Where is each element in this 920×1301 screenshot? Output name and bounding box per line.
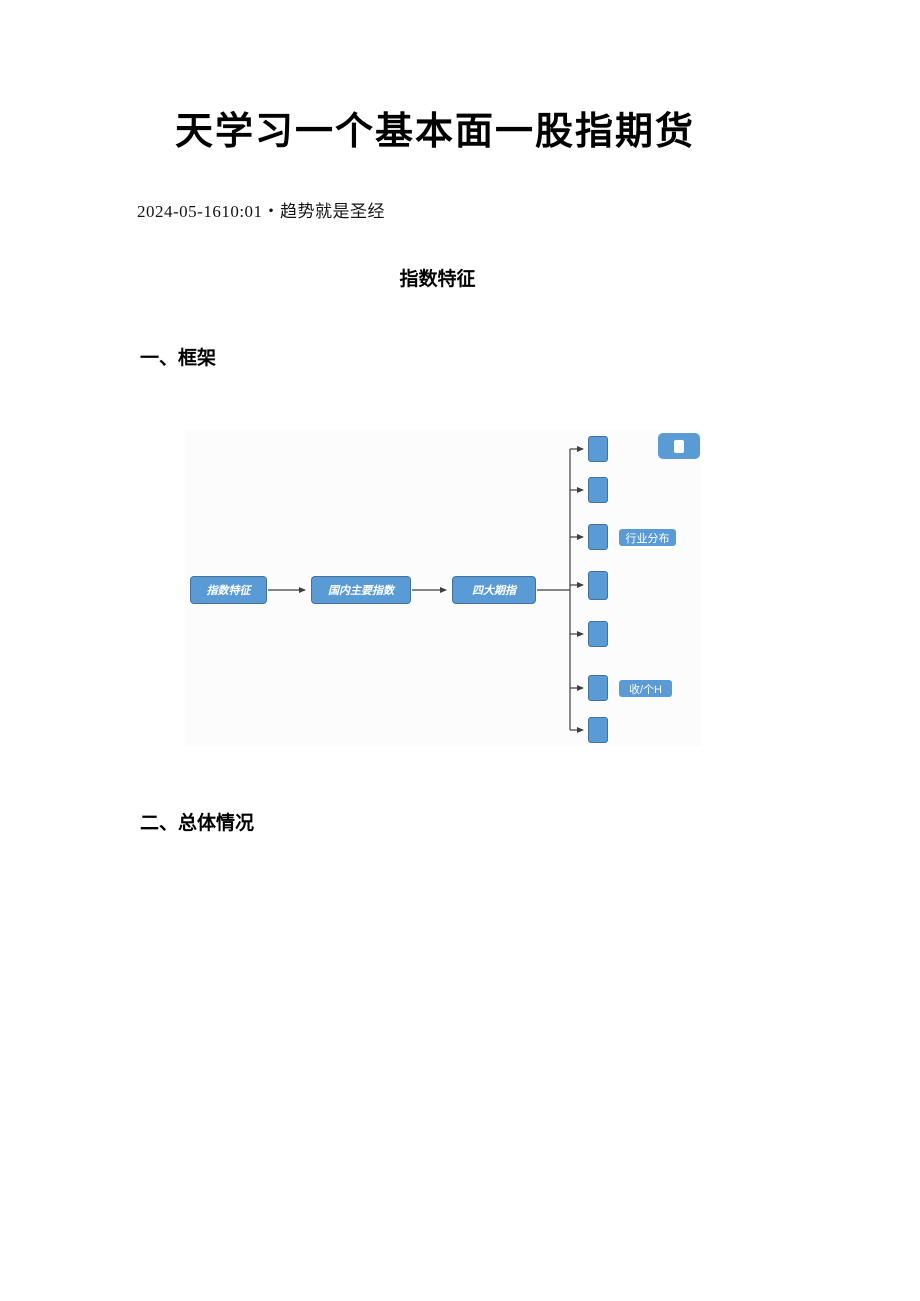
diagram-branch-node [588,717,608,743]
framework-diagram: 指数特征 国内主要指数 四大期指 行业分布 收/个H [185,430,701,746]
diagram-side-label-stock: 收/个H [619,680,672,697]
diagram-branch-node [588,675,608,701]
diagram-side-label-industry: 行业分布 [619,529,676,546]
diagram-connectors [268,446,584,733]
centered-heading: 指数特征 [399,269,476,290]
diagram-node-domestic-indices: 国内主要指数 [311,576,411,604]
page-title: 天学习一个基本面一股指期货 [175,111,696,153]
section-heading-frame: 一、框架 [140,348,217,369]
diagram-branch-node [588,477,608,503]
diagram-branch-node [588,524,608,550]
diagram-branch-node [588,621,608,647]
diagram-side-label-top [658,433,700,459]
label-glyph-icon [674,439,684,453]
section-heading-overview: 二、总体情况 [140,813,255,834]
diagram-branch-node [588,436,608,462]
diagram-branch-node [588,571,608,600]
diagram-node-root: 指数特征 [190,576,267,604]
date-author-line: 2024-05-1610:01・趋势就是圣经 [137,202,386,221]
diagram-node-four-futures: 四大期指 [452,576,536,604]
